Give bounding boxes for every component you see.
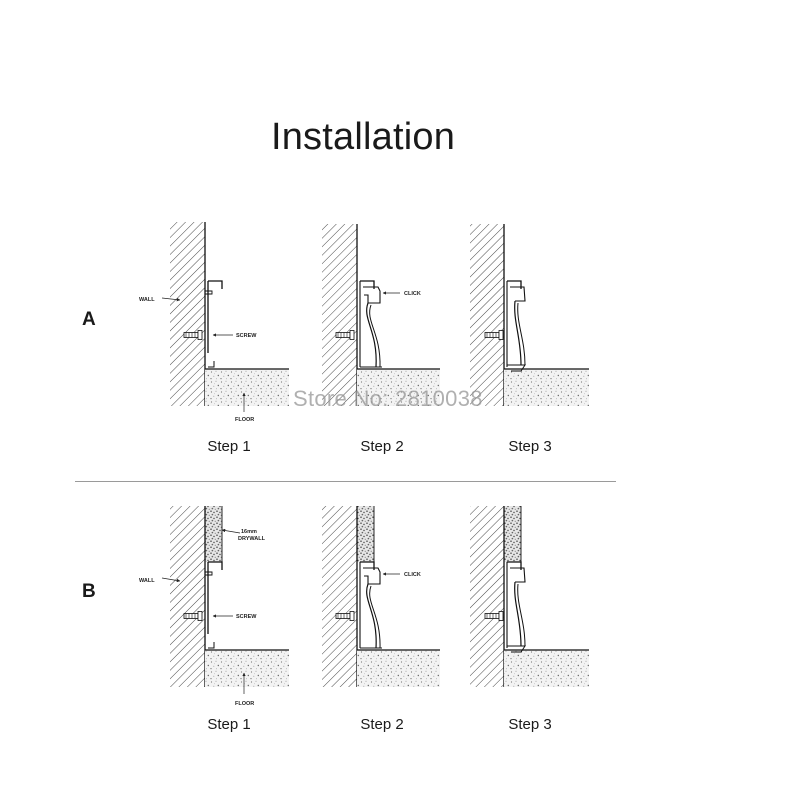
callout-wall-a: WALL — [139, 297, 155, 303]
diagram-b-step1: 16mm DRYWALL WALL SCREW FLOOR — [139, 506, 289, 707]
step-label-a1: Step 1 — [207, 438, 251, 455]
diagram-a-step3 — [470, 224, 589, 406]
callout-wall-b: WALL — [139, 578, 155, 584]
store-watermark: Store No: 2810038 — [293, 386, 483, 411]
step-label-a2: Step 2 — [360, 438, 404, 455]
page-title: Installation — [270, 116, 456, 158]
callout-floor-b: FLOOR — [235, 701, 254, 707]
callout-drywall: DRYWALL — [238, 536, 266, 542]
row-divider — [75, 481, 616, 482]
diagram-a-step2: CLICK — [322, 224, 440, 406]
step-label-b3: Step 3 — [508, 716, 552, 733]
diagram-a-step1: WALL SCREW FLOOR — [139, 222, 289, 423]
row-label-b: B — [82, 581, 96, 602]
step-label-b1: Step 1 — [207, 716, 251, 733]
callout-floor-a: FLOOR — [235, 417, 254, 423]
callout-drywall-size: 16mm — [241, 529, 257, 535]
callout-screw-a: SCREW — [236, 333, 257, 339]
diagram-b-step3 — [470, 506, 589, 687]
step-label-b2: Step 2 — [360, 716, 404, 733]
callout-click-a: CLICK — [404, 291, 421, 297]
diagram-b-step2: CLICK — [322, 506, 440, 687]
row-label-a: A — [82, 309, 96, 330]
callout-click-b: CLICK — [404, 572, 421, 578]
step-label-a3: Step 3 — [508, 438, 552, 455]
callout-screw-b: SCREW — [236, 614, 257, 620]
